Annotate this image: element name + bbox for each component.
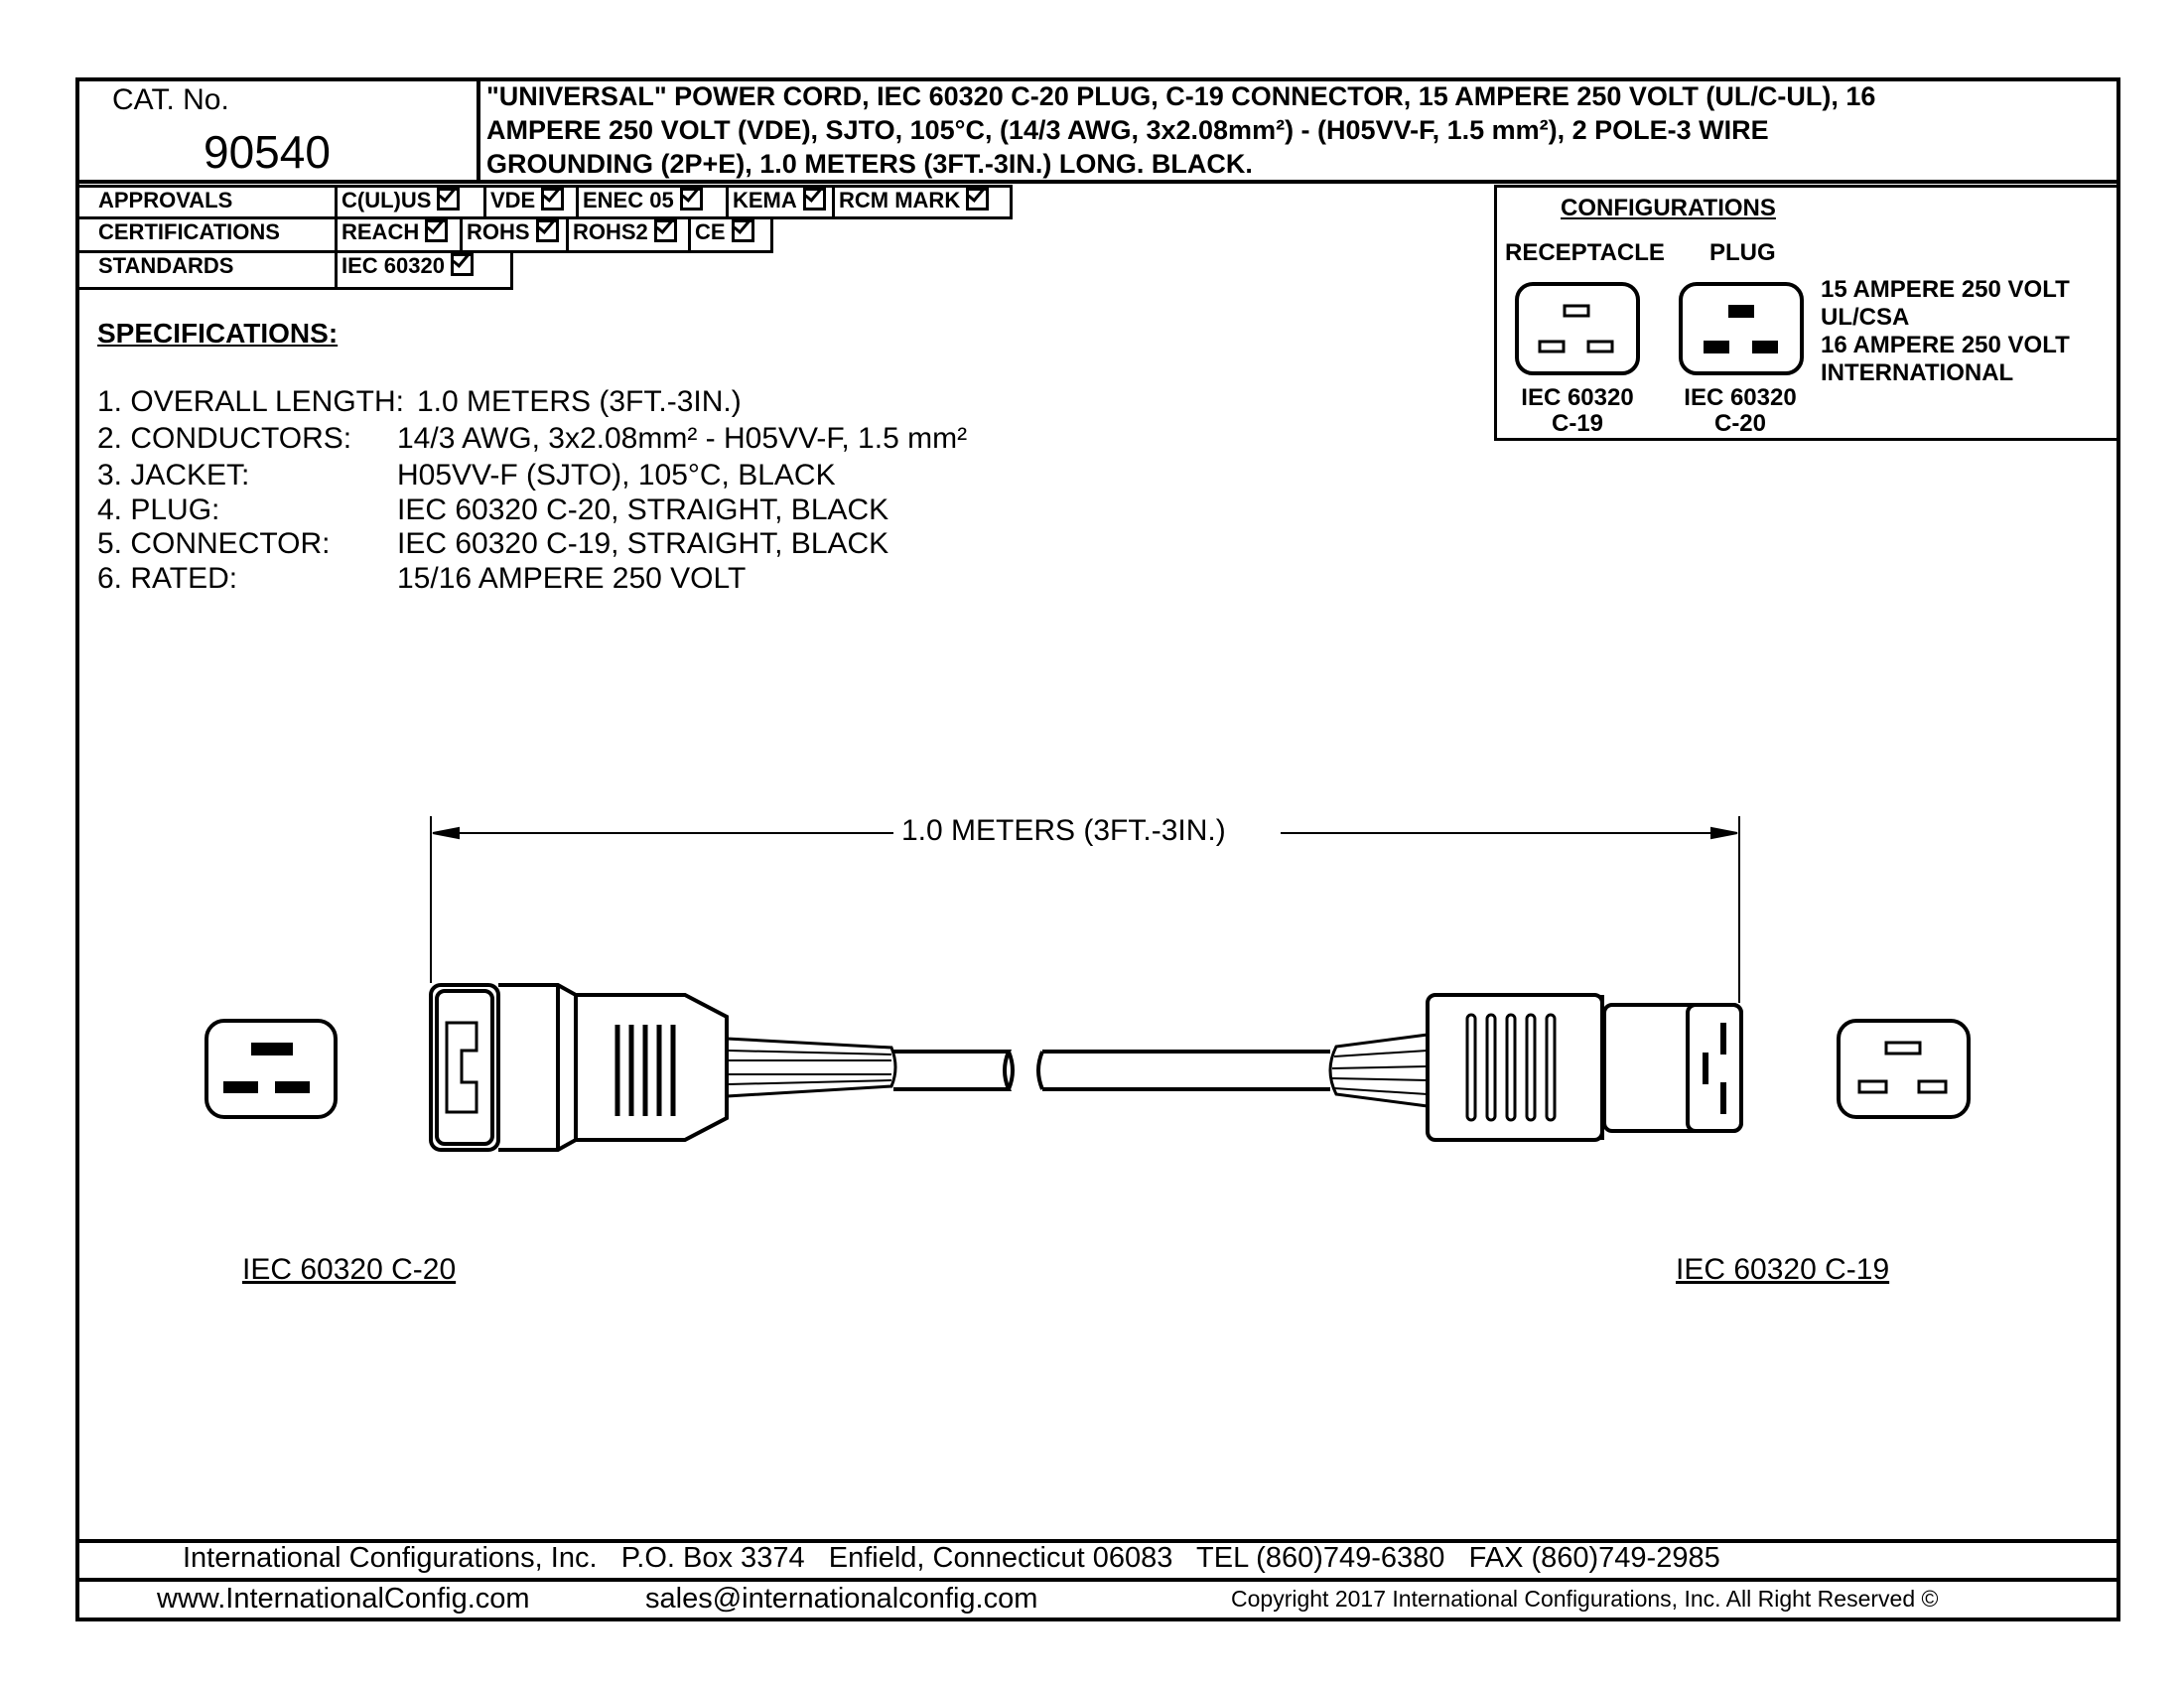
left-connector-label: IEC 60320 C-20: [242, 1253, 457, 1286]
checkbox-checked-icon: [437, 188, 461, 211]
spec-value: IEC 60320 C-20, STRAIGHT, BLACK: [397, 493, 889, 526]
description-cell: [477, 77, 2120, 184]
cord-break-icon: [1007, 1050, 1330, 1091]
approval-label: C(UL)US: [341, 188, 432, 212]
cert-label: REACH: [341, 219, 420, 244]
description-line: GROUNDING (2P+E), 1.0 METERS (3FT.-3IN.)…: [486, 149, 1253, 179]
copyright: Copyright 2017 International Configurati…: [1231, 1586, 1939, 1612]
arrow-left-icon: [432, 826, 460, 840]
spec-label: 5. CONNECTOR:: [97, 527, 331, 560]
spec-item: 5. CONNECTOR: IEC 60320 C-19, STRAIGHT, B…: [97, 527, 967, 562]
cert-rohs: ROHS: [460, 216, 569, 253]
c19-face-icon: [1837, 1019, 1971, 1119]
spec-value: IEC 60320 C-19, STRAIGHT, BLACK: [397, 527, 889, 560]
approval-rcm: RCM MARK: [832, 185, 1013, 219]
cert-ce: CE: [688, 216, 773, 253]
checkbox-checked-icon: [966, 188, 990, 211]
footer-divider: [75, 1539, 2120, 1543]
cat-number: 90540: [204, 126, 331, 178]
config-icons: [1515, 282, 1804, 375]
checkbox-checked-icon: [679, 188, 703, 211]
plug-standard: IEC 60320 C-20: [1676, 385, 1805, 437]
approval-label: VDE: [490, 188, 536, 212]
spec-item: 4. PLUG: IEC 60320 C-20, STRAIGHT, BLACK: [97, 493, 967, 527]
approval-label: ENEC 05: [583, 188, 674, 212]
checkbox-checked-icon: [450, 253, 474, 276]
cert-label: CE: [695, 219, 726, 244]
checkbox-checked-icon: [653, 219, 677, 242]
checkbox-checked-icon: [802, 188, 826, 211]
receptacle-label: RECEPTACLE: [1505, 239, 1665, 266]
spec-value: 1.0 METERS (3FT.-3IN.): [417, 385, 742, 418]
spec-label: 4. PLUG:: [97, 493, 220, 526]
plug-label: PLUG: [1709, 239, 1776, 266]
dimension-line: [430, 816, 1740, 1003]
spec-value: H05VV-F (SJTO), 105°C, BLACK: [397, 459, 836, 492]
receptacle-standard: IEC 60320 C-19: [1513, 385, 1642, 437]
description-line: AMPERE 250 VOLT (VDE), SJTO, 105°C, (14/…: [486, 115, 1769, 145]
arrow-right-icon: [1710, 826, 1738, 840]
ratings: 15 AMPERE 250 VOLT UL/CSA 16 AMPERE 250 …: [1821, 276, 2070, 387]
plug-c20-face-icon: [1679, 282, 1804, 375]
cert-label: ROHS2: [573, 219, 648, 244]
description-line: "UNIVERSAL" POWER CORD, IEC 60320 C-20 P…: [486, 81, 1876, 111]
dimension-label: 1.0 METERS (3FT.-3IN.): [901, 814, 1226, 847]
configurations-title: CONFIGURATIONS: [1561, 195, 1776, 221]
rating-line: UL/CSA: [1821, 304, 1910, 331]
cat-label: CAT. No.: [112, 83, 229, 116]
c20-plug-icon: [429, 983, 1013, 1152]
plug-type: C-20: [1713, 410, 1767, 437]
spec-label: 3. JACKET:: [97, 459, 250, 492]
rating-line: INTERNATIONAL: [1821, 359, 2014, 386]
spec-item: 1. OVERALL LENGTH: 1.0 METERS (3FT.-3IN.): [97, 385, 967, 422]
spec-item: 3. JACKET: H05VV-F (SJTO), 105°C, BLACK: [97, 459, 967, 493]
company-address: International Configurations, Inc. P.O. …: [183, 1542, 1720, 1574]
spec-label: 1. OVERALL LENGTH:: [97, 385, 404, 418]
checkbox-checked-icon: [425, 219, 449, 242]
spec-item: 2. CONDUCTORS: 14/3 AWG, 3x2.08mm² - H05V…: [97, 422, 967, 459]
specifications-title: SPECIFICATIONS:: [97, 318, 339, 349]
spec-value: 14/3 AWG, 3x2.08mm² - H05VV-F, 1.5 mm²: [397, 422, 968, 455]
spec-label: 6. RATED:: [97, 562, 238, 595]
footer-divider: [75, 1578, 2120, 1582]
standard-label: IEC 60320: [341, 253, 445, 278]
approval-label: KEMA: [733, 188, 797, 212]
c20-face-icon: [205, 1019, 338, 1119]
checkbox-checked-icon: [535, 219, 559, 242]
plug-std: IEC 60320: [1684, 384, 1797, 411]
spec-item: 6. RATED: 15/16 AMPERE 250 VOLT: [97, 562, 967, 597]
receptacle-c19-face-icon: [1515, 282, 1640, 375]
approval-label: RCM MARK: [839, 188, 961, 212]
specifications-list: 1. OVERALL LENGTH: 1.0 METERS (3FT.-3IN.)…: [97, 385, 967, 597]
checkbox-checked-icon: [731, 219, 754, 242]
configurations-panel: [1494, 185, 2120, 441]
website-link[interactable]: www.InternationalConfig.com: [157, 1583, 530, 1615]
standard-iec: IEC 60320: [335, 250, 513, 290]
receptacle-type: C-19: [1551, 410, 1604, 437]
cert-rohs2: ROHS2: [566, 216, 691, 253]
right-connector-label: IEC 60320 C-19: [1676, 1253, 1890, 1286]
rating-line: 15 AMPERE 250 VOLT: [1821, 276, 2070, 303]
cert-label: ROHS: [467, 219, 530, 244]
receptacle-std: IEC 60320: [1521, 384, 1634, 411]
description: "UNIVERSAL" POWER CORD, IEC 60320 C-20 P…: [486, 79, 1875, 181]
c19-connector-icon: [1328, 993, 1743, 1142]
email-link[interactable]: sales@internationalconfig.com: [645, 1583, 1038, 1615]
spec-value: 15/16 AMPERE 250 VOLT: [397, 562, 747, 595]
rating-line: 16 AMPERE 250 VOLT: [1821, 332, 2070, 358]
spec-label: 2. CONDUCTORS:: [97, 422, 352, 455]
checkbox-checked-icon: [541, 188, 565, 211]
